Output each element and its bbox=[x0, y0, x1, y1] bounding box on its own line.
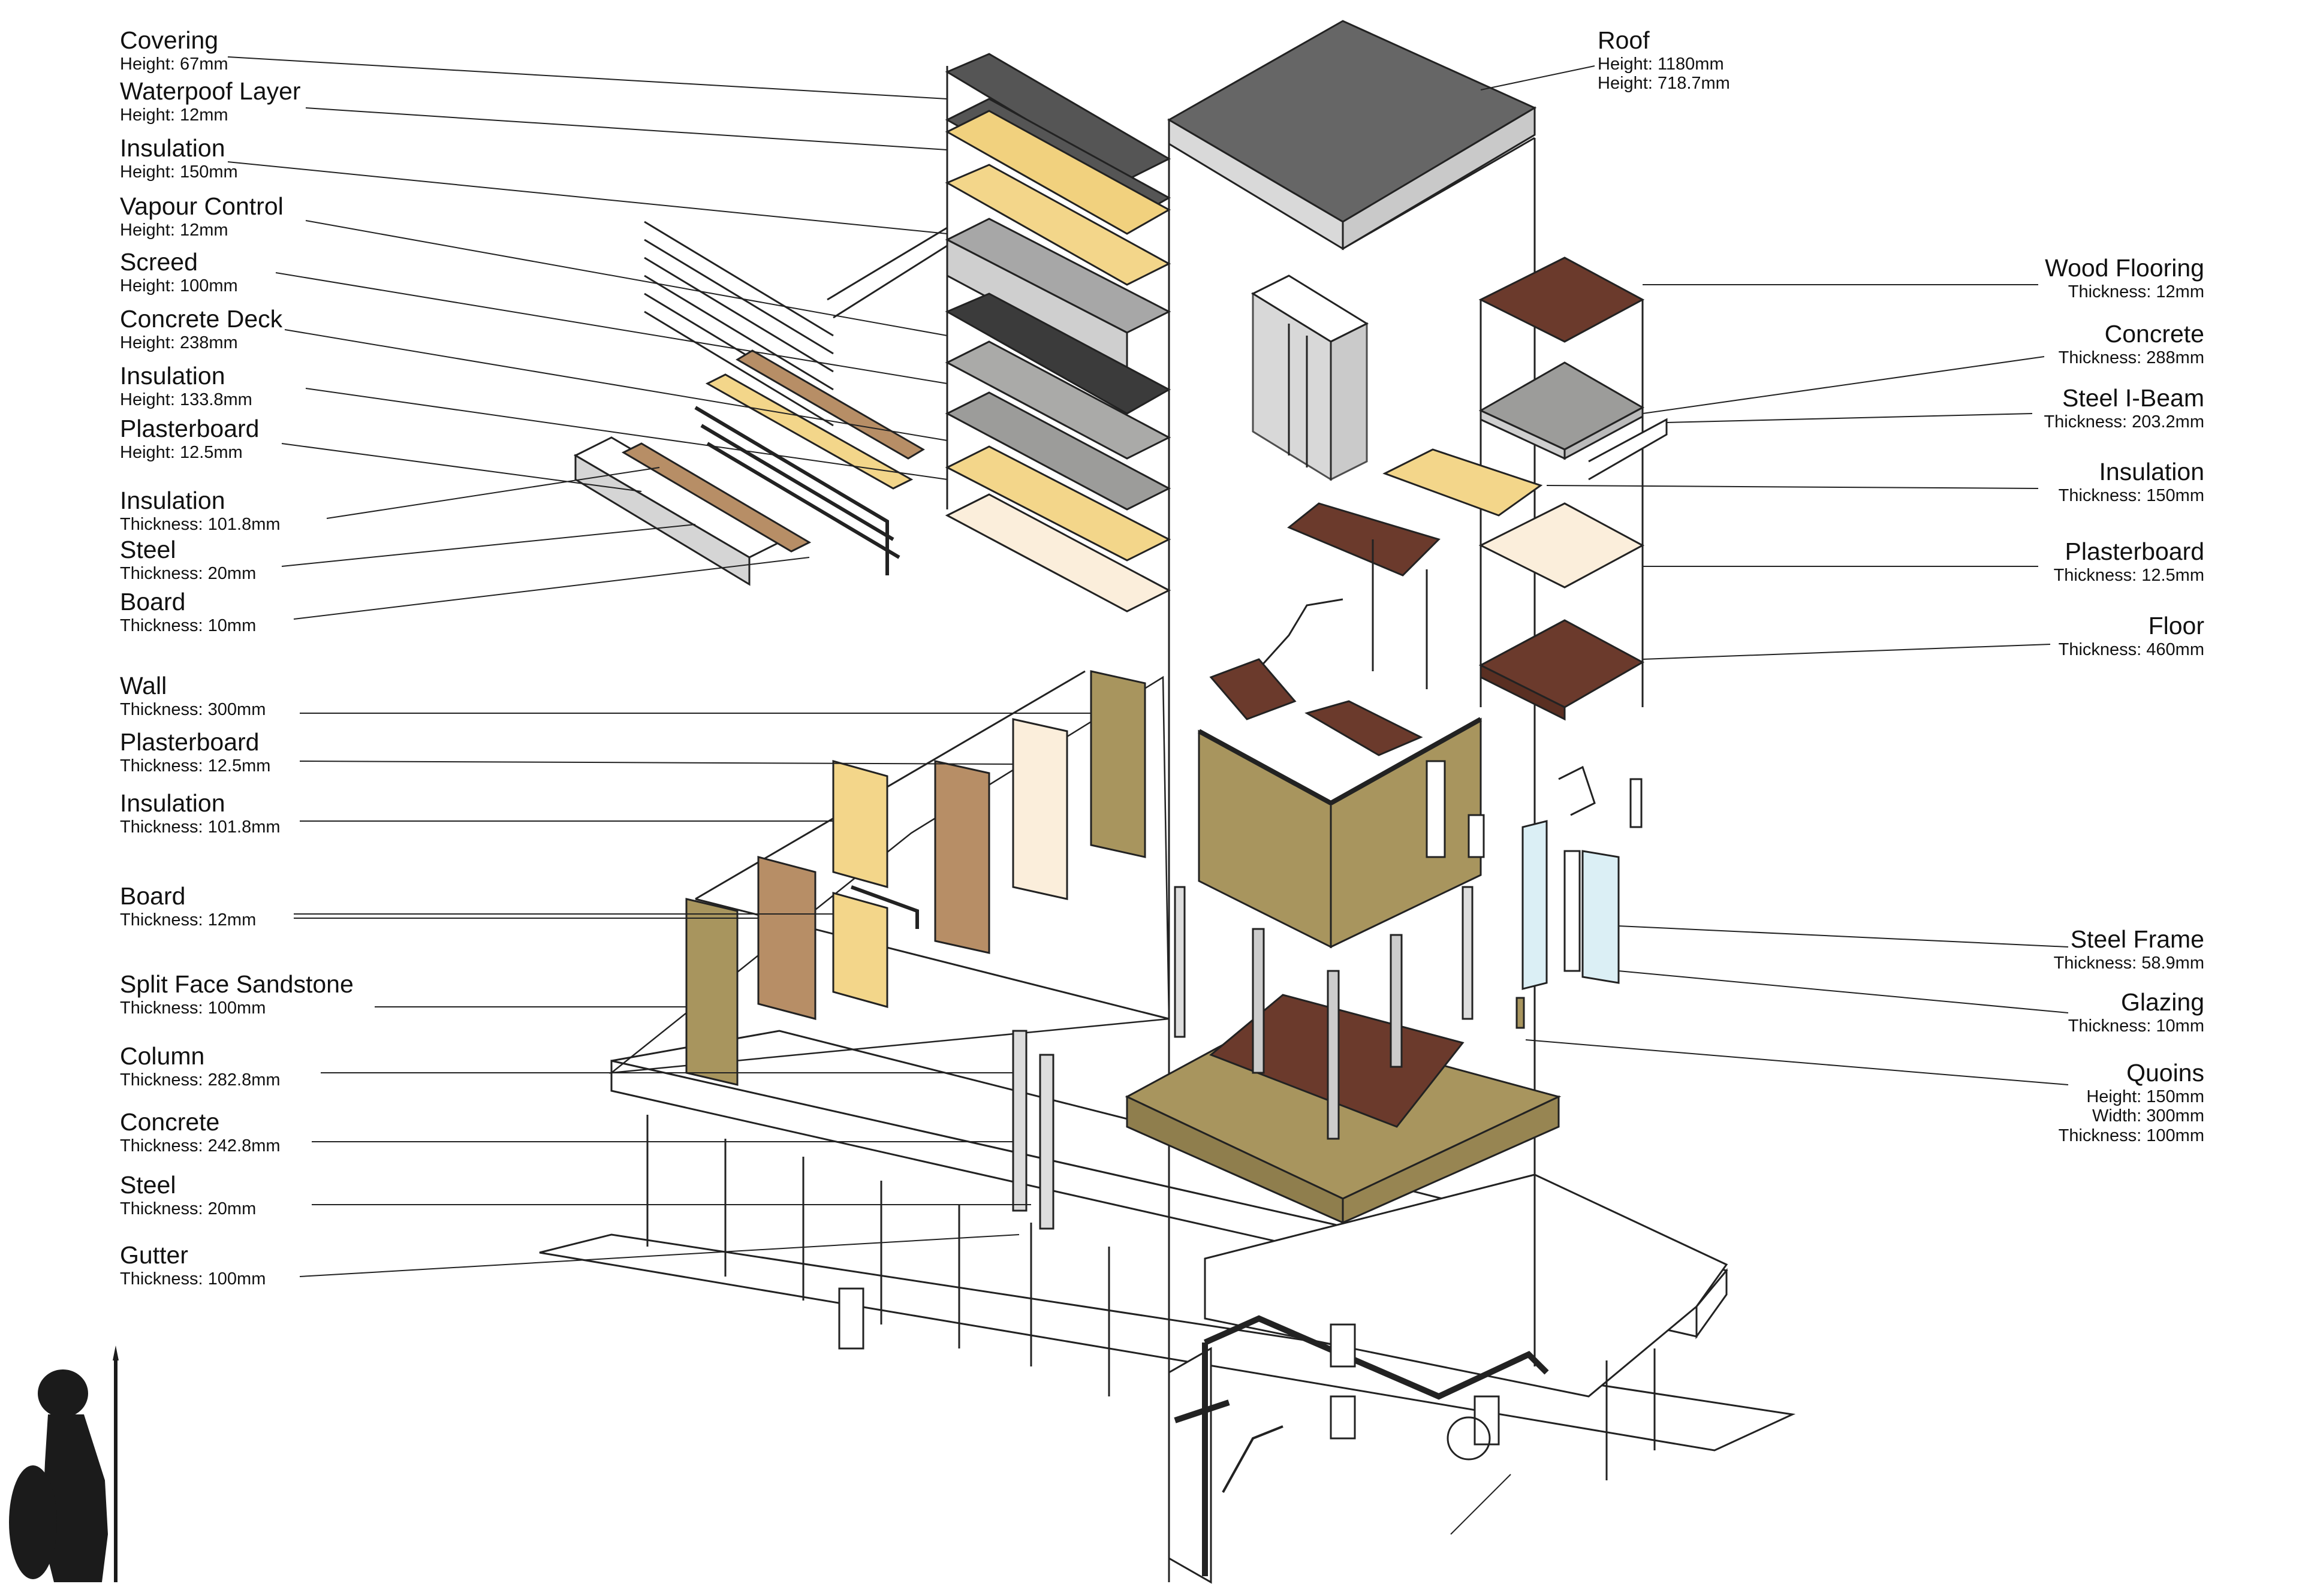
stone-wall-module bbox=[1198, 717, 1485, 949]
leader-lines bbox=[227, 56, 2069, 1277]
floor-slab bbox=[1125, 886, 1562, 1224]
window-components bbox=[1515, 765, 1643, 1029]
floor-buildup-stack bbox=[1382, 257, 1668, 721]
athena-logo bbox=[9, 1345, 119, 1582]
roof-layers bbox=[945, 53, 1171, 623]
elevator-core bbox=[1251, 274, 1369, 481]
roof-block bbox=[1167, 20, 1537, 251]
upper-wall-section bbox=[573, 221, 948, 586]
mid-wall-section bbox=[608, 670, 1170, 1230]
stair-module bbox=[1209, 502, 1441, 756]
